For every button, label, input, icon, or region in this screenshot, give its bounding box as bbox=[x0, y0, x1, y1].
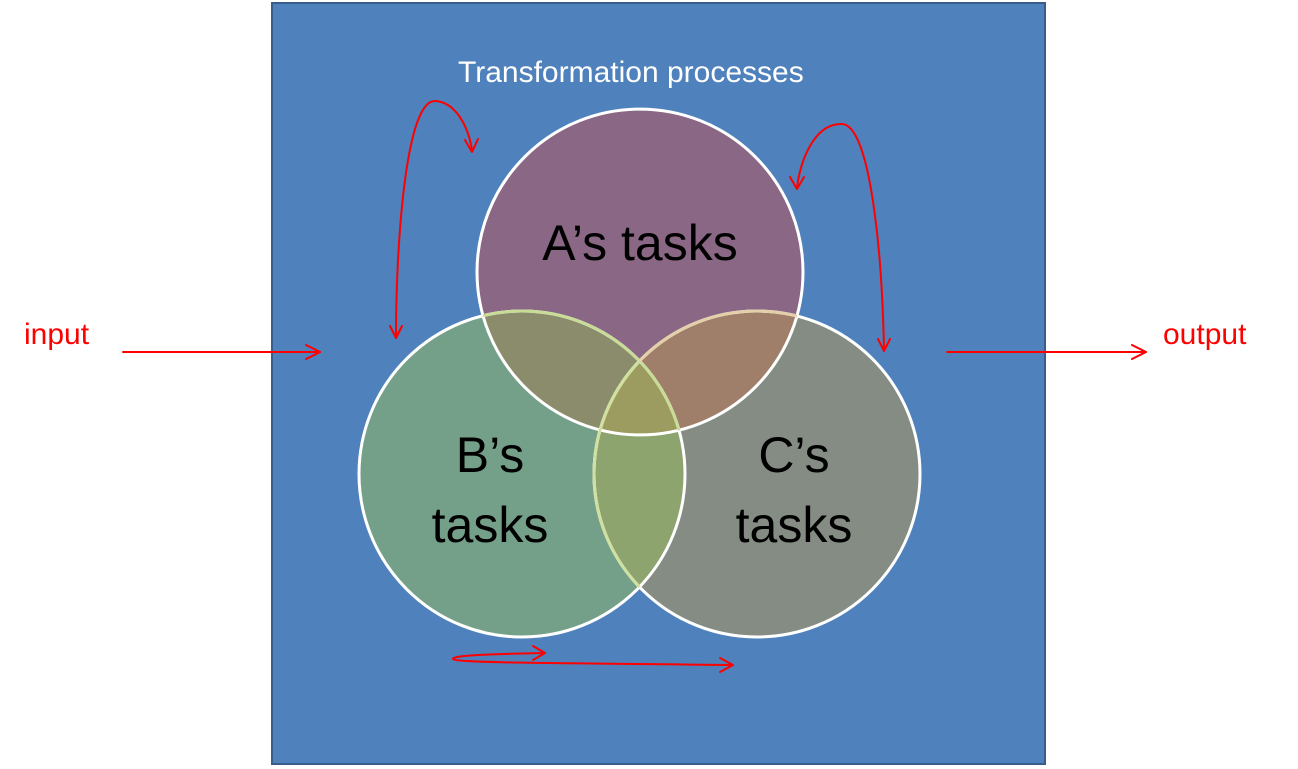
circle-b-label-line1: B’s bbox=[455, 427, 525, 483]
curved-arrow-right bbox=[796, 122, 885, 351]
overlap-ab bbox=[477, 311, 685, 435]
overlap-ac bbox=[594, 311, 803, 435]
bottom-arrowhead-long-icon bbox=[719, 657, 734, 673]
circle-c-label: C’s tasks bbox=[694, 420, 894, 560]
input-arrowhead-icon bbox=[305, 344, 321, 360]
curved-arrow-left bbox=[395, 99, 473, 337]
arrowhead-left-bottom-icon bbox=[389, 325, 403, 339]
bottom-loop-arrow bbox=[451, 652, 734, 666]
arrowhead-right-bottom-icon bbox=[877, 338, 891, 352]
diagram-title: Transformation processes bbox=[458, 56, 804, 89]
bottom-arrowhead-short-icon bbox=[532, 645, 546, 661]
circle-a-outline bbox=[475, 107, 805, 437]
output-label: output bbox=[1163, 318, 1247, 351]
arrowhead-right-top-icon bbox=[789, 176, 805, 190]
circle-c-label-line2: tasks bbox=[735, 497, 853, 553]
circle-a-label: A’s tasks bbox=[542, 215, 738, 271]
circle-b-label-line2: tasks bbox=[431, 497, 549, 553]
circle-c-label-line1: C’s bbox=[758, 427, 830, 483]
input-label: input bbox=[24, 318, 90, 351]
circle-b-label: B’s tasks bbox=[390, 420, 590, 560]
output-arrowhead-icon bbox=[1131, 344, 1147, 360]
arrowhead-left-top-icon bbox=[464, 138, 479, 153]
